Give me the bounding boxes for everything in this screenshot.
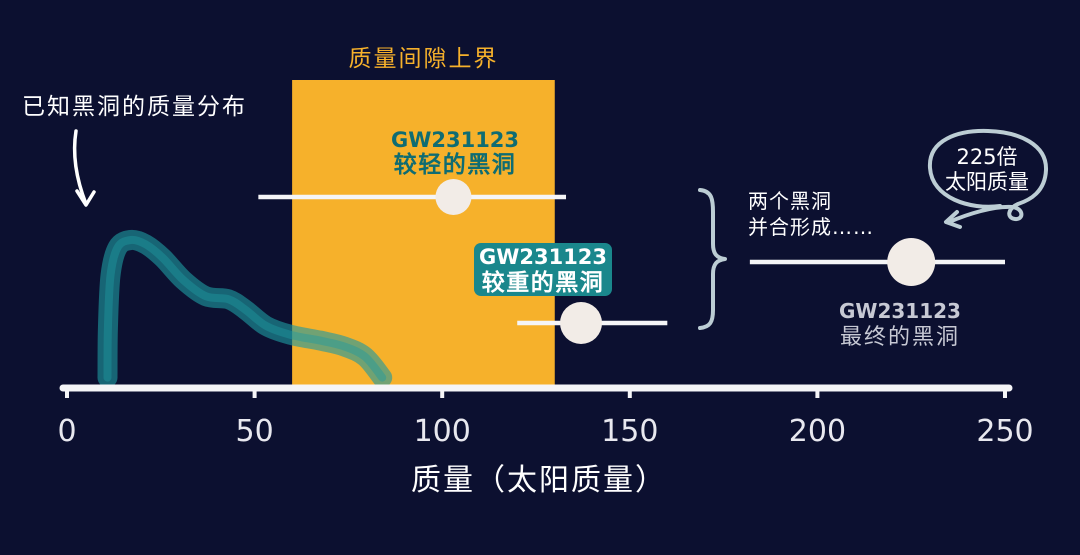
known-mass-distribution-curve: [97, 229, 393, 388]
bubble-text-line2: 太阳质量: [945, 170, 1029, 194]
heavier-bh-event-name: GW231123: [479, 245, 607, 269]
merge-text-line1: 两个黑洞: [748, 189, 832, 213]
mass-gap-label: 质量间隙上界: [348, 46, 498, 72]
lighter-bh-label: 较轻的黑洞: [394, 151, 517, 178]
bubble-text-line1: 225倍: [956, 145, 1017, 169]
final-mass-bubble: 225倍 太阳质量: [927, 128, 1049, 229]
heavier-bh-label-box: [474, 243, 612, 296]
final-bh-event-name: GW231123: [839, 299, 961, 323]
x-tick-label-50: 50: [236, 414, 274, 449]
bubble-pointer-arrow-icon: [944, 210, 962, 229]
x-tick-label-250: 250: [976, 414, 1033, 449]
pointer-arrow-icon: [72, 129, 96, 207]
known-distribution-label: 已知黑洞的质量分布: [22, 94, 247, 120]
point-lighter-bh: [435, 179, 472, 215]
point-final-bh: [887, 238, 936, 286]
final-bh-label: 最终的黑洞: [840, 325, 960, 350]
x-axis-title: 质量（太阳质量）: [411, 463, 667, 498]
bubble-outline-icon: [927, 128, 1049, 224]
x-tick-label-100: 100: [414, 414, 471, 449]
merge-brace-icon: [698, 188, 727, 330]
heavier-bh-label: 较重的黑洞: [482, 269, 605, 296]
known-mass-distribution-curve-highlight: [103, 235, 387, 382]
merge-text-line2: 并合形成……: [748, 215, 874, 239]
x-tick-label-0: 0: [57, 414, 76, 449]
x-tick-label-200: 200: [789, 414, 846, 449]
point-heavier-bh: [560, 302, 603, 344]
x-axis-ticks: 0 50 100 150 200 250: [57, 388, 1034, 449]
lighter-bh-event-name: GW231123: [391, 128, 519, 152]
x-tick-label-150: 150: [601, 414, 658, 449]
